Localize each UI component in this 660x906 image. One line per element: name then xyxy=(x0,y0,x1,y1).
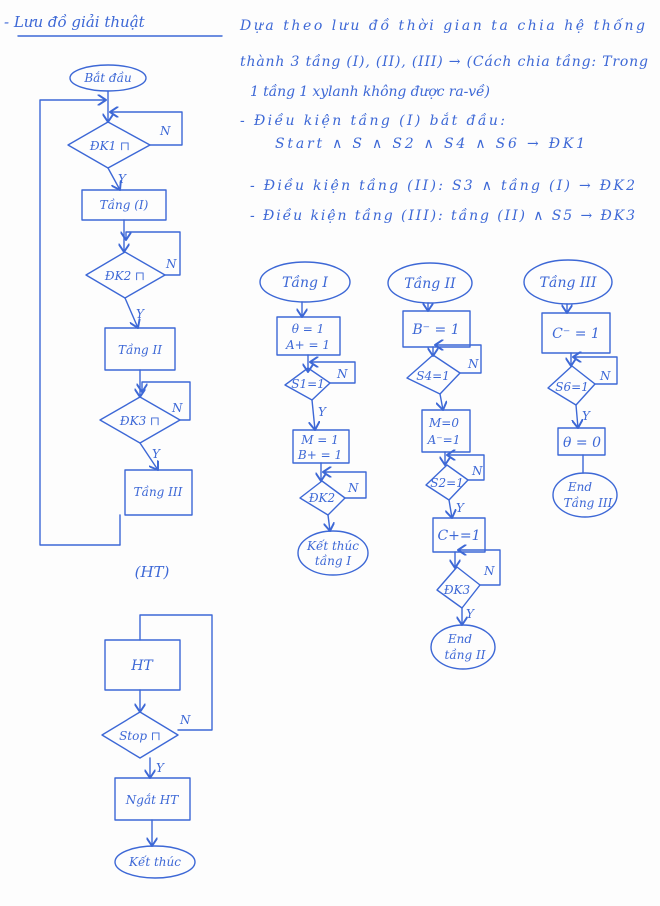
end-line: Tầng III xyxy=(564,495,613,510)
stop-label: Stop ⊓ xyxy=(119,729,161,743)
stage2-flowchart: Tầng II B⁻ = 1 S4=1 N M=0 A⁻=1 S2=1 N Y … xyxy=(387,262,501,670)
yes-label: Y xyxy=(456,501,465,515)
end-line: End xyxy=(447,632,472,646)
end-line: Kết thúc xyxy=(306,538,359,553)
description-line: - Điều kiện tầng (III): tầng (II) ∧ S5 →… xyxy=(250,207,635,224)
start-label: Bắt đầu xyxy=(83,70,131,85)
yes-label: Y xyxy=(156,761,165,775)
page-title: - Lưu đồ giải thuật xyxy=(4,13,146,31)
action-line: θ = 0 xyxy=(563,435,601,451)
action-line: A+ = 1 xyxy=(285,338,330,352)
action-line: M = 1 xyxy=(300,433,339,447)
dk1-label: ĐK1 ⊓ xyxy=(89,139,130,153)
ht-loop-line xyxy=(139,614,213,731)
dk3-label: ĐK3 ⊓ xyxy=(119,414,160,428)
ht-flowchart: HT Stop ⊓ N Y Ngắt HT Kết thúc xyxy=(101,614,213,879)
action-line: C+=1 xyxy=(437,528,480,544)
no-label: N xyxy=(336,367,348,381)
no-label: N xyxy=(347,481,359,495)
loop-back-line xyxy=(39,100,121,546)
stage3-start-label: Tầng III xyxy=(540,274,597,291)
end-line: End xyxy=(567,480,592,494)
action-line: θ = 1 xyxy=(292,322,325,336)
no-label: N xyxy=(171,401,183,415)
cond-label: S4=1 xyxy=(416,369,450,383)
description-line: thành 3 tầng (I), (II), (III) → (Cách ch… xyxy=(240,53,648,70)
stage2-start-label: Tầng II xyxy=(404,275,456,292)
stage1-label: Tầng (I) xyxy=(100,197,149,212)
yes-label: Y xyxy=(582,409,591,423)
cut-ht-label: Ngắt HT xyxy=(125,792,179,807)
no-label: N xyxy=(467,357,479,371)
action-line: M=0 xyxy=(428,416,459,430)
stage2-action2 xyxy=(421,409,471,453)
end-line: tầng II xyxy=(445,647,486,662)
no-label: N xyxy=(165,257,177,271)
stage1-start-label: Tầng I xyxy=(282,274,328,291)
yes-label: Y xyxy=(152,447,161,461)
no-label: N xyxy=(599,369,611,383)
cond-label: S1=1 xyxy=(291,377,325,391)
no-label: N xyxy=(483,564,495,578)
end-label: Kết thúc xyxy=(128,854,181,869)
stop-decision xyxy=(101,711,179,759)
stage3-flowchart: Tầng III C⁻ = 1 S6=1 N Y θ = 0 End Tầng … xyxy=(523,259,618,518)
description-line: - Điều kiện tầng (II): S3 ∧ tầng (I) → Đ… xyxy=(250,177,635,194)
yes-label: Y xyxy=(318,405,327,419)
yes-label: Y xyxy=(118,172,127,186)
description-line: 1 tầng 1 xylanh không được ra-về) xyxy=(250,83,490,100)
yes-label: Y xyxy=(466,607,475,621)
no-label: N xyxy=(471,464,483,478)
description-text: Dựa theo lưu đồ thời gian ta chia hệ thố… xyxy=(239,17,648,224)
stage3-start xyxy=(523,259,613,305)
dk2-label: ĐK2 ⊓ xyxy=(104,269,145,283)
stage3-end xyxy=(552,472,618,518)
description-line: Dựa theo lưu đồ thời gian ta chia hệ thố… xyxy=(239,17,645,34)
yes-label: Y xyxy=(136,307,145,321)
stage3-action2 xyxy=(557,427,606,456)
stage2-end xyxy=(430,624,496,670)
main-flowchart: Bắt đầu ĐK1 ⊓ N Y Tầng (I) ĐK2 ⊓ N Y Tần… xyxy=(39,64,193,581)
action-line: C⁻ = 1 xyxy=(552,326,600,342)
action-line: B⁻ = 1 xyxy=(411,322,459,338)
action-line: B+ = 1 xyxy=(297,448,342,462)
no-label: N xyxy=(159,124,171,138)
no-label: N xyxy=(179,713,191,727)
stage2-label: Tầng II xyxy=(118,342,162,357)
ht-marker-label: (HT) xyxy=(135,563,170,581)
cond-label: ĐK3 xyxy=(443,583,471,597)
cond-label: ĐK2 xyxy=(308,491,335,505)
ht-label: HT xyxy=(130,658,154,674)
description-line: - Điều kiện tầng (I) bắt đầu: xyxy=(240,111,505,129)
action-line: A⁻=1 xyxy=(427,433,461,447)
stage3-box xyxy=(124,469,193,516)
ht-box xyxy=(104,639,181,691)
description-line: Start ∧ S ∧ S2 ∧ S4 ∧ S6 → ĐK1 xyxy=(275,136,585,152)
stage3-label: Tầng III xyxy=(134,484,183,499)
cond-label: S6=1 xyxy=(555,380,589,394)
end-terminal xyxy=(114,845,196,879)
stage1-flowchart: Tầng I θ = 1 A+ = 1 S1=1 N Y M = 1 B+ = … xyxy=(259,261,369,576)
cond-label: S2=1 xyxy=(430,476,464,490)
end-line: tầng I xyxy=(315,553,351,568)
stage1-start xyxy=(259,261,351,303)
stage1-end xyxy=(297,530,369,576)
